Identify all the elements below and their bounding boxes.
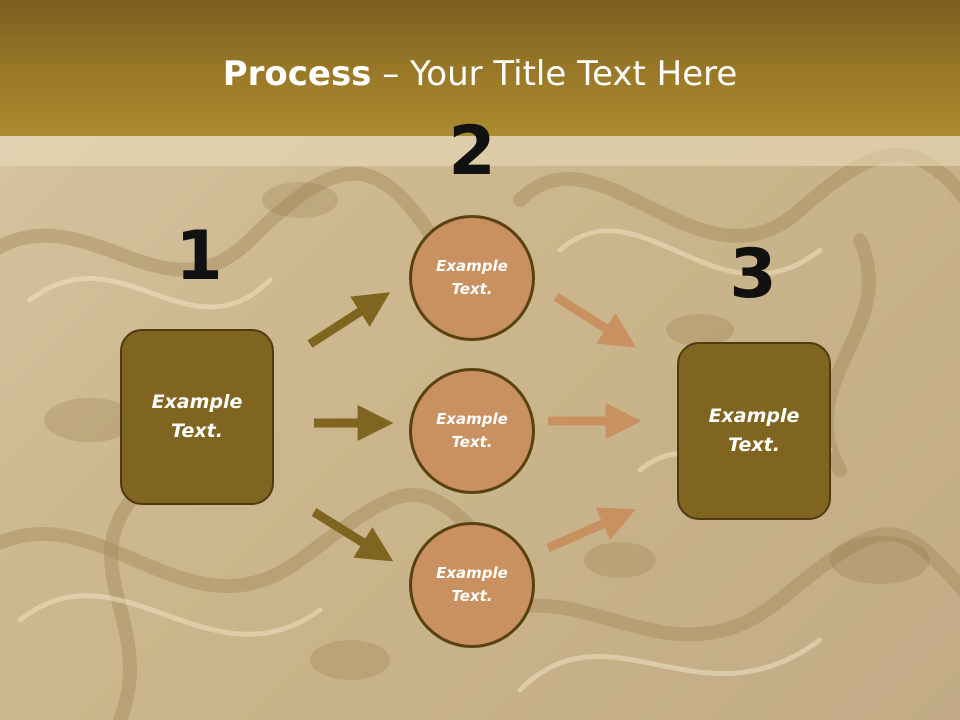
- page-title: Process – Your Title Text Here: [0, 52, 960, 96]
- title-bold: Process: [222, 54, 372, 94]
- arrow-left-to-top: [307, 292, 391, 348]
- step-number-2: 2: [448, 112, 496, 191]
- arrow-bottom-to-right: [546, 507, 636, 553]
- left-box: Example Text.: [120, 329, 274, 505]
- step-number-1: 1: [175, 217, 223, 296]
- arrow-top-to-right: [553, 293, 637, 348]
- step-number-3: 3: [729, 235, 777, 314]
- title-bar: Process – Your Title Text Here: [0, 0, 960, 136]
- title-bar-band: [0, 136, 960, 166]
- title-rest: – Your Title Text Here: [371, 54, 738, 94]
- circle-top: Example Text.: [409, 215, 535, 341]
- right-box: Example Text.: [677, 342, 831, 520]
- circle-middle: Example Text.: [409, 368, 535, 494]
- circle-bottom: Example Text.: [409, 522, 535, 648]
- arrow-left-to-bottom: [311, 508, 394, 562]
